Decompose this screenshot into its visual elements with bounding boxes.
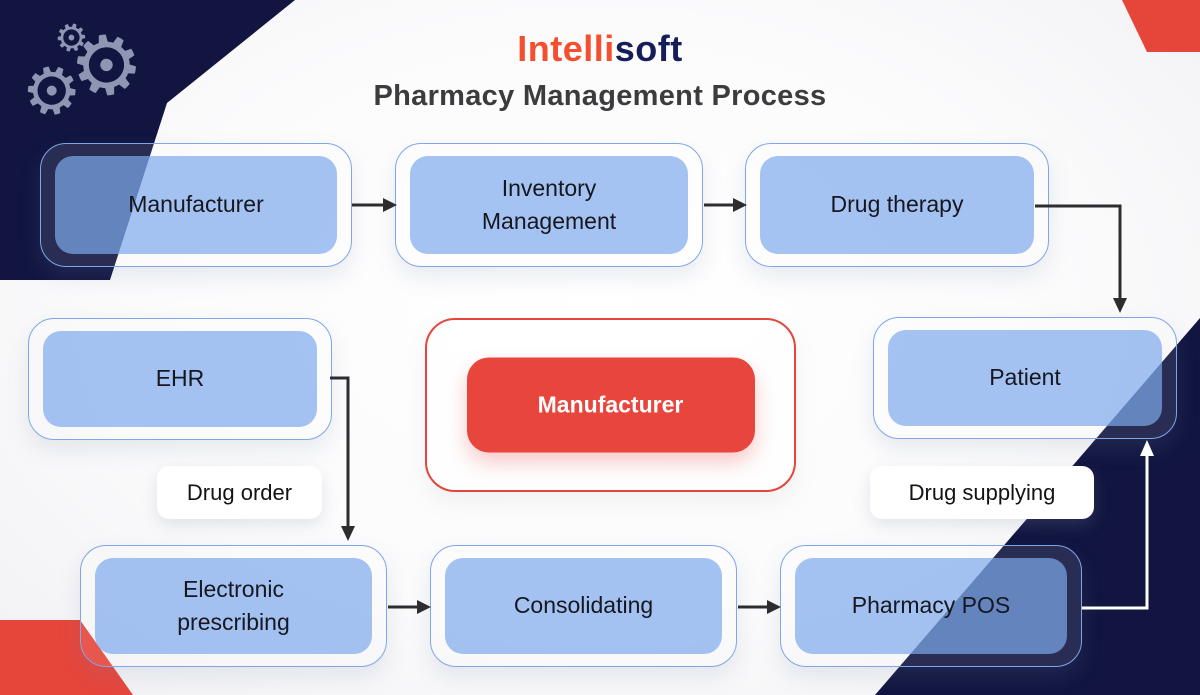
node-manufacturer-center: Manufacturer [425,318,796,492]
node-label: EHR [43,331,317,427]
node-manufacturer-top: Manufacturer [40,143,352,267]
page-title: Pharmacy Management Process [373,80,827,112]
label-text: Drug order [186,479,293,505]
node-label: Consolidating [445,558,722,654]
node-pharmacy-pos: Pharmacy POS [780,545,1082,667]
arrowhead [1113,298,1127,313]
node-drug-therapy: Drug therapy [745,143,1049,267]
node-label: Manufacturer [55,156,337,254]
arrow-ehr-to-prescribing [330,376,350,527]
label-drug-order: Drug order [157,466,322,519]
arrowhead [417,600,431,614]
node-inventory-management: Inventory Management [395,143,703,267]
node-label: Drug therapy [760,156,1034,254]
node-label: Manufacturer [466,357,755,453]
label-drug-supplying: Drug supplying [870,466,1094,519]
node-consolidating: Consolidating [430,545,737,667]
logo-part-navy: soft [614,28,683,69]
label-text: Drug supplying [908,479,1056,505]
node-ehr: EHR [28,318,332,440]
node-patient: Patient [873,317,1177,439]
node-label: Pharmacy POS [795,558,1067,654]
intellisoft-logo: Intellisoft [0,28,1200,70]
logo-part-red: Intelli [517,28,615,69]
node-label: Electronic prescribing [95,558,372,654]
node-label: Inventory Management [410,156,688,254]
node-label: Patient [888,330,1162,426]
node-electronic-prescribing: Electronic prescribing [80,545,387,667]
arrowhead [341,526,355,541]
arrowhead [767,600,781,614]
